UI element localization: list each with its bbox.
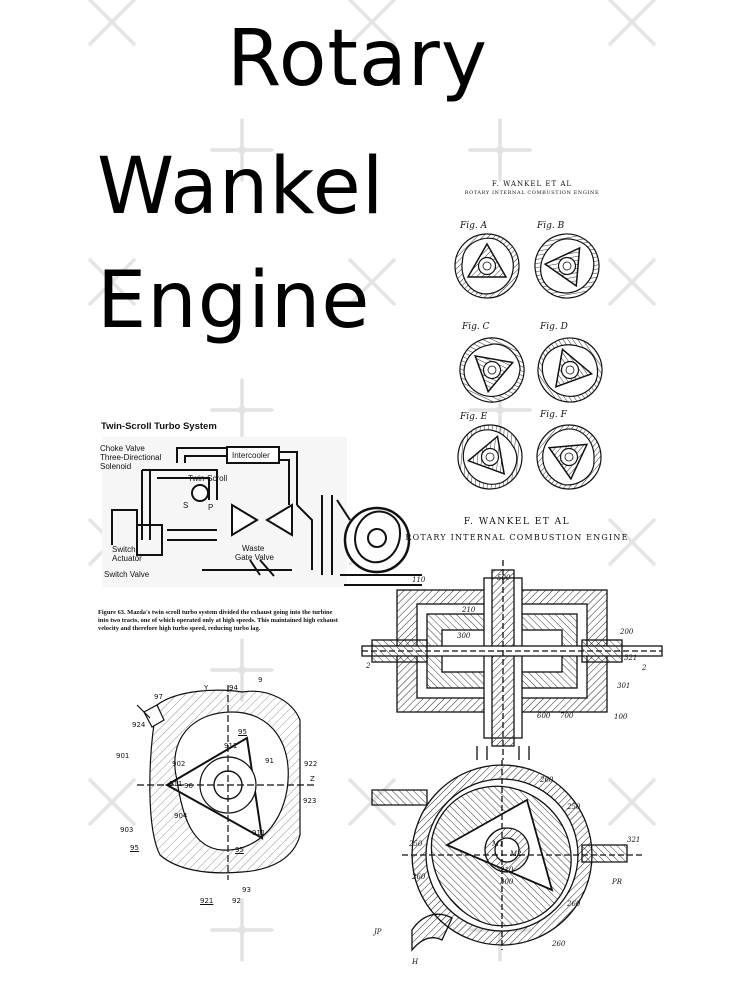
- housing-num-95-left: 95: [130, 844, 139, 852]
- plan-num-pr: PR: [612, 878, 622, 886]
- turbo-title: Twin-Scroll Turbo System: [101, 421, 217, 432]
- engine-section-view: [361, 560, 663, 760]
- housing-num-922: 922: [304, 760, 318, 768]
- plan-num-260-bottom: 260: [552, 940, 566, 948]
- turbo-label-actuator: Actuator: [112, 554, 142, 563]
- section-num-321: 321: [624, 654, 638, 662]
- section-num-600: 600: [537, 712, 551, 720]
- housing-num-95-bottom: 95: [235, 846, 244, 854]
- housing-num-901: 901: [116, 752, 130, 760]
- housing-num-902: 902: [172, 760, 186, 768]
- patent-engine-drawings: [361, 560, 663, 952]
- housing-num-9: 9: [258, 676, 263, 684]
- housing-num-y: Y: [204, 684, 209, 692]
- plan-num-321: 321: [627, 836, 641, 844]
- housing-num-92: 92: [232, 897, 241, 905]
- patent-1-title: ROTARY INTERNAL COMBUSTION ENGINE: [464, 190, 600, 196]
- fig-label-d: Fig. D: [540, 322, 568, 332]
- section-num-700: 700: [560, 712, 574, 720]
- poster: Rotary Wankel Engine F. WANKEL ET AL ROT…: [82, 0, 668, 1000]
- housing-num-96: 96: [184, 782, 193, 790]
- fig-label-b: Fig. B: [537, 221, 565, 231]
- fig-label-a: Fig. A: [460, 221, 488, 231]
- housing-diagram: [136, 685, 317, 880]
- housing-num-904: 904: [174, 812, 188, 820]
- housing-num-903: 903: [120, 826, 134, 834]
- turbo-label-choke: Choke Valve: [100, 444, 145, 453]
- housing-num-923: 923: [303, 797, 317, 805]
- housing-num-95-top: 95: [238, 728, 247, 736]
- housing-num-924: 924: [132, 721, 146, 729]
- turbo-caption: Figure 63. Mazda's twin scroll turbo sys…: [98, 609, 338, 633]
- turbo-label-switch-valve: Switch Valve: [104, 570, 150, 579]
- turbo-label-intercooler: Intercooler: [232, 451, 270, 460]
- plan-num-250-right: 250: [567, 803, 581, 811]
- section-num-110: 110: [412, 576, 426, 584]
- title-rotary: Rotary: [227, 14, 489, 104]
- housing-num-911-top: 911: [224, 742, 238, 750]
- housing-num-911-mid: 911: [169, 780, 183, 788]
- fig-label-f: Fig. F: [540, 410, 567, 420]
- plan-num-m1: M1: [492, 840, 504, 848]
- patent-2-inventor: F. WANKEL ET AL: [463, 517, 571, 527]
- housing-num-97: 97: [154, 693, 163, 701]
- turbo-label-waste: Waste: [242, 544, 265, 553]
- patent-1-inventor: F. WANKEL ET AL: [491, 180, 573, 188]
- turbo-label-p: P: [208, 503, 214, 512]
- plan-num-m2: M2: [510, 850, 522, 858]
- housing-num-z: Z: [310, 775, 315, 783]
- section-num-2-left: 2: [366, 662, 371, 670]
- title-engine: Engine: [97, 256, 371, 346]
- turbo-label-twin-scroll: Twin-Scroll: [188, 474, 228, 483]
- plan-num-210: 210: [500, 866, 514, 874]
- fig-label-c: Fig. C: [462, 322, 490, 332]
- section-num-301: 301: [617, 682, 631, 690]
- turbo-label-solenoid-2: Solenoid: [100, 462, 132, 471]
- title-wankel: Wankel: [97, 142, 385, 232]
- housing-num-91: 91: [265, 757, 274, 765]
- section-num-500: 500: [497, 574, 511, 582]
- housing-num-93: 93: [242, 886, 251, 894]
- plan-num-250-left: 250: [409, 840, 423, 848]
- section-num-200: 200: [620, 628, 634, 636]
- turbo-label-s: S: [183, 501, 189, 510]
- plan-num-260-top: 260: [540, 776, 554, 784]
- plan-num-300: 300: [500, 878, 514, 886]
- plan-num-260-lower: 260: [567, 900, 581, 908]
- turbo-label-gate-valve: Gate Valve: [235, 553, 274, 562]
- section-num-210: 210: [462, 606, 476, 614]
- section-num-2-right: 2: [642, 664, 647, 672]
- housing-num-94: 94: [229, 684, 238, 692]
- housing-num-921: 921: [200, 897, 214, 905]
- patent-2-title: ROTARY INTERNAL COMBUSTION ENGINE: [405, 533, 629, 542]
- turbo-diagram: [102, 437, 422, 587]
- fig-label-e: Fig. E: [460, 412, 488, 422]
- plan-num-jp: JP: [374, 928, 382, 936]
- engine-plan-view: [371, 760, 642, 952]
- section-num-100: 100: [614, 713, 628, 721]
- turbo-label-solenoid-1: Three-Directional: [100, 453, 162, 462]
- plan-num-260-left: 260: [412, 873, 426, 881]
- plan-num-h: H: [412, 958, 419, 966]
- section-num-300: 300: [457, 632, 471, 640]
- turbo-label-switch: Switch: [112, 545, 136, 554]
- housing-num-911-bottom: 911: [252, 829, 266, 837]
